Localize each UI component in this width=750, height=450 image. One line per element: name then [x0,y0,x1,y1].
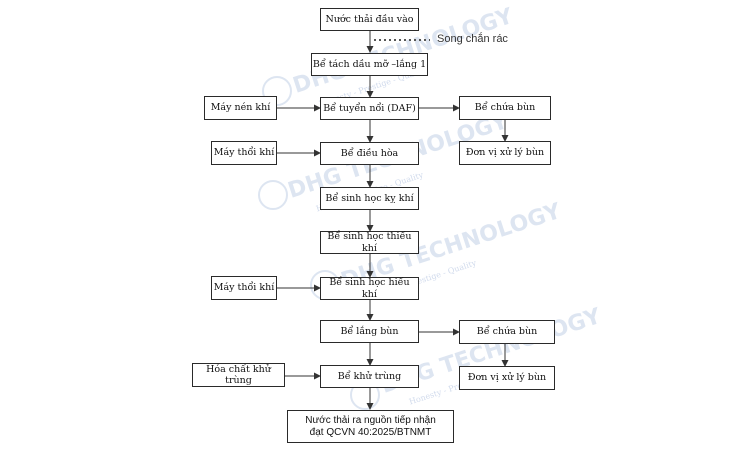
blower-node-1: Máy thổi khí [211,141,277,165]
sludge-treatment-node-2: Đơn vị xử lý bùn [459,366,555,390]
outlet-line-1: Nước thải ra nguồn tiếp nhận [305,414,436,426]
grease-separator-node: Bể tách dầu mỡ –lắng 1 [311,53,428,76]
blower-node-2: Máy thổi khí [211,276,277,300]
watermark-logo-icon [262,76,292,106]
settling-node: Bể lắng bùn [320,320,419,343]
disinfection-chemical-node: Hóa chất khử trùng [192,363,285,387]
disinfection-node: Bể khử trùng [320,365,419,388]
outlet-line-2: đạt QCVN 40:2025/BTNMT [309,426,432,438]
inlet-node: Nước thải đầu vào [320,8,419,31]
equalization-node: Bể điều hòa [320,142,419,165]
sludge-tank-node-2: Bể chứa bùn [459,320,555,344]
aerobic-node: Bể sinh học hiếu khí [320,277,419,300]
anoxic-node: Bể sinh học thiếu khí [320,231,419,254]
anaerobic-node: Bể sinh học kỵ khí [320,187,419,210]
watermark-logo-icon [258,180,288,210]
outlet-node: Nước thải ra nguồn tiếp nhận đạt QCVN 40… [287,410,454,443]
sludge-treatment-node-1: Đơn vị xử lý bùn [459,141,551,165]
sludge-tank-node-1: Bể chứa bùn [459,96,551,120]
screen-label: Song chắn rác [437,33,508,45]
air-compressor-node: Máy nén khí [204,96,277,120]
daf-node: Bể tuyển nổi (DAF) [320,97,419,120]
